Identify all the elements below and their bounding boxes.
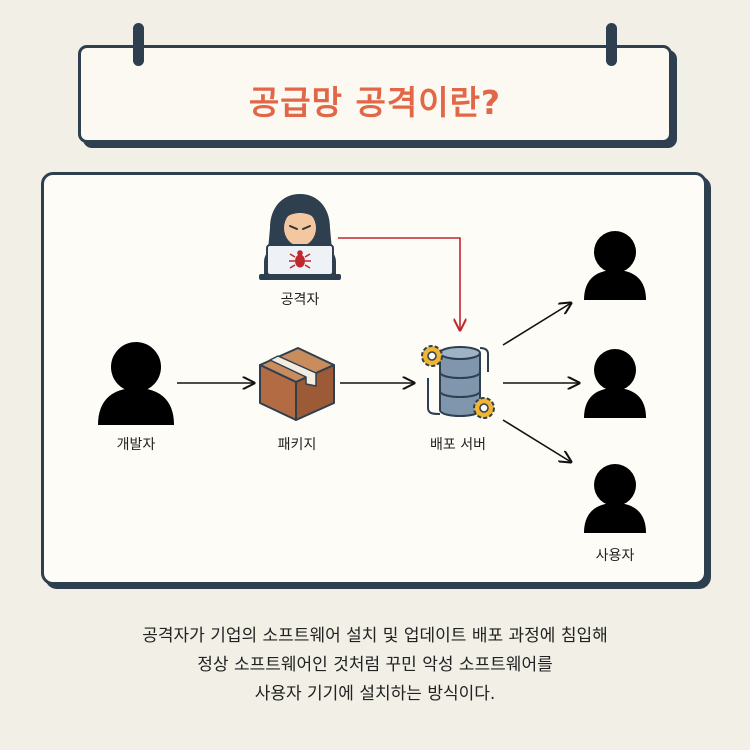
title-card: 공급망 공격이란? <box>78 45 672 143</box>
user-person-icon <box>584 349 646 418</box>
pin-right <box>606 23 617 66</box>
label-developer: 개발자 <box>116 437 156 453</box>
arrow-server-to-user-3 <box>502 419 571 462</box>
label-package: 패키지 <box>277 437 317 453</box>
arrow-server-to-user-1 <box>502 303 571 346</box>
user-person-icon <box>584 464 646 533</box>
attack-arrow <box>338 237 460 330</box>
description-line: 공격자가 기업의 소프트웨어 설치 및 업데이트 배포 과정에 침입해 <box>142 626 608 646</box>
description: 공격자가 기업의 소프트웨어 설치 및 업데이트 배포 과정에 침입해 정상 소… <box>20 622 730 709</box>
developer-person-icon <box>98 342 174 425</box>
pin-left <box>133 23 144 66</box>
hacker-icon <box>259 194 341 280</box>
user-person-icon <box>584 231 646 300</box>
package-box-icon <box>259 347 335 421</box>
description-line: 정상 소프트웨어인 것처럼 꾸민 악성 소프트웨어를 <box>197 655 553 675</box>
gear-icon <box>421 345 443 367</box>
gear-icon <box>473 397 495 419</box>
label-server: 배포 서버 <box>430 437 486 453</box>
label-users: 사용자 <box>595 548 635 564</box>
page-title: 공급망 공격이란? <box>248 83 502 122</box>
bug-icon <box>289 250 311 269</box>
description-line: 사용자 기기에 설치하는 방식이다. <box>254 684 496 704</box>
label-attacker: 공격자 <box>280 292 320 308</box>
database-server-icon <box>421 345 495 419</box>
